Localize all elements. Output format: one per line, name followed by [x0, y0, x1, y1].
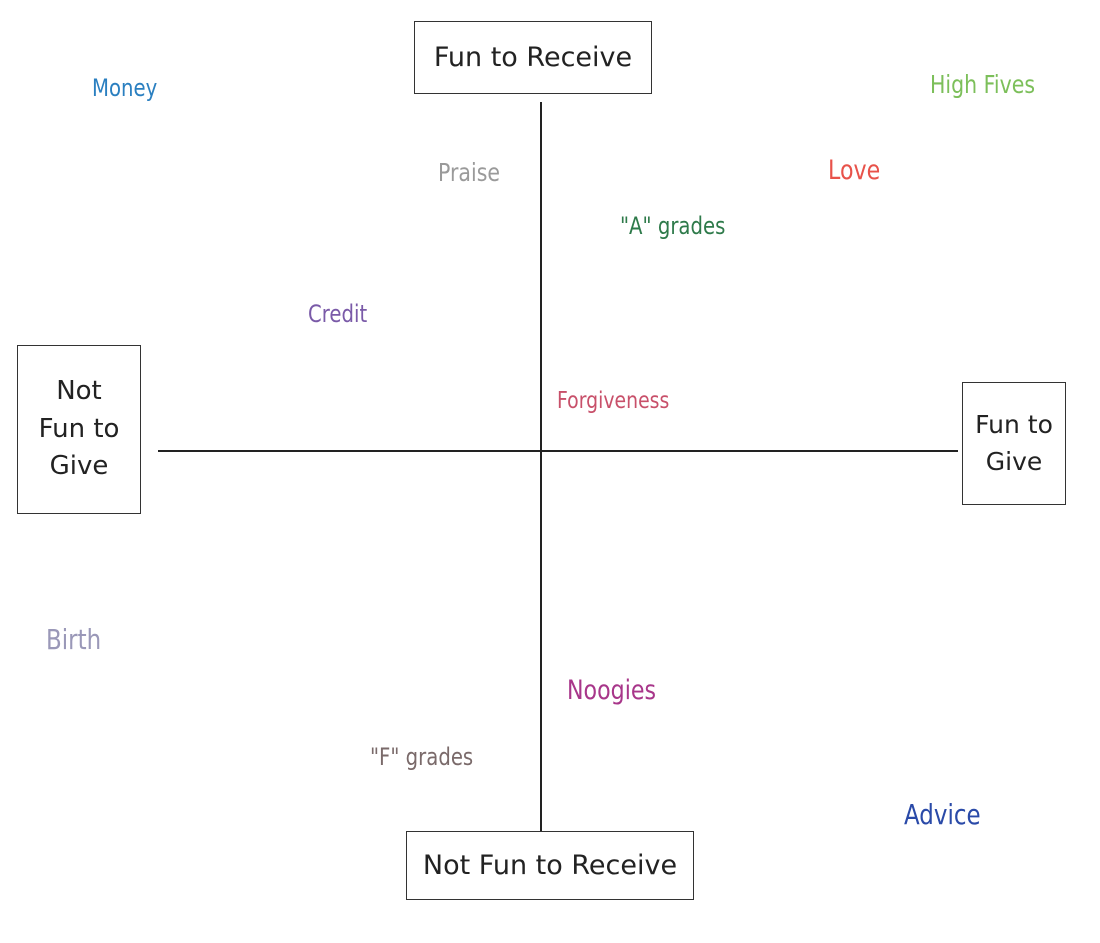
item-advice: Advice — [904, 798, 981, 831]
top-axis-label: Fun to Receive — [433, 41, 633, 73]
item-noogies: Noogies — [567, 675, 657, 706]
vertical-axis — [540, 102, 542, 833]
horizontal-axis — [158, 450, 958, 452]
bottom-axis-label: Not Fun to Receive — [422, 849, 678, 881]
left-axis-label-box: Not Fun to Give — [17, 345, 141, 514]
right-axis-label-box: Fun to Give — [962, 382, 1066, 505]
item-love: Love — [828, 155, 881, 186]
item-forgiveness: Forgiveness — [557, 388, 670, 414]
bottom-axis-label-box: Not Fun to Receive — [406, 831, 694, 900]
right-axis-label: Fun to Give — [975, 410, 1053, 476]
item-money: Money — [92, 74, 158, 102]
item-f-grades: "F" grades — [370, 743, 474, 771]
item-high-fives: High Fives — [930, 70, 1036, 99]
item-a-grades: "A" grades — [620, 212, 726, 240]
item-praise: Praise — [438, 158, 500, 187]
top-axis-label-box: Fun to Receive — [414, 21, 652, 94]
left-axis-label: Not Fun to Give — [38, 375, 120, 482]
item-birth: Birth — [46, 623, 102, 656]
item-credit: Credit — [308, 300, 368, 328]
